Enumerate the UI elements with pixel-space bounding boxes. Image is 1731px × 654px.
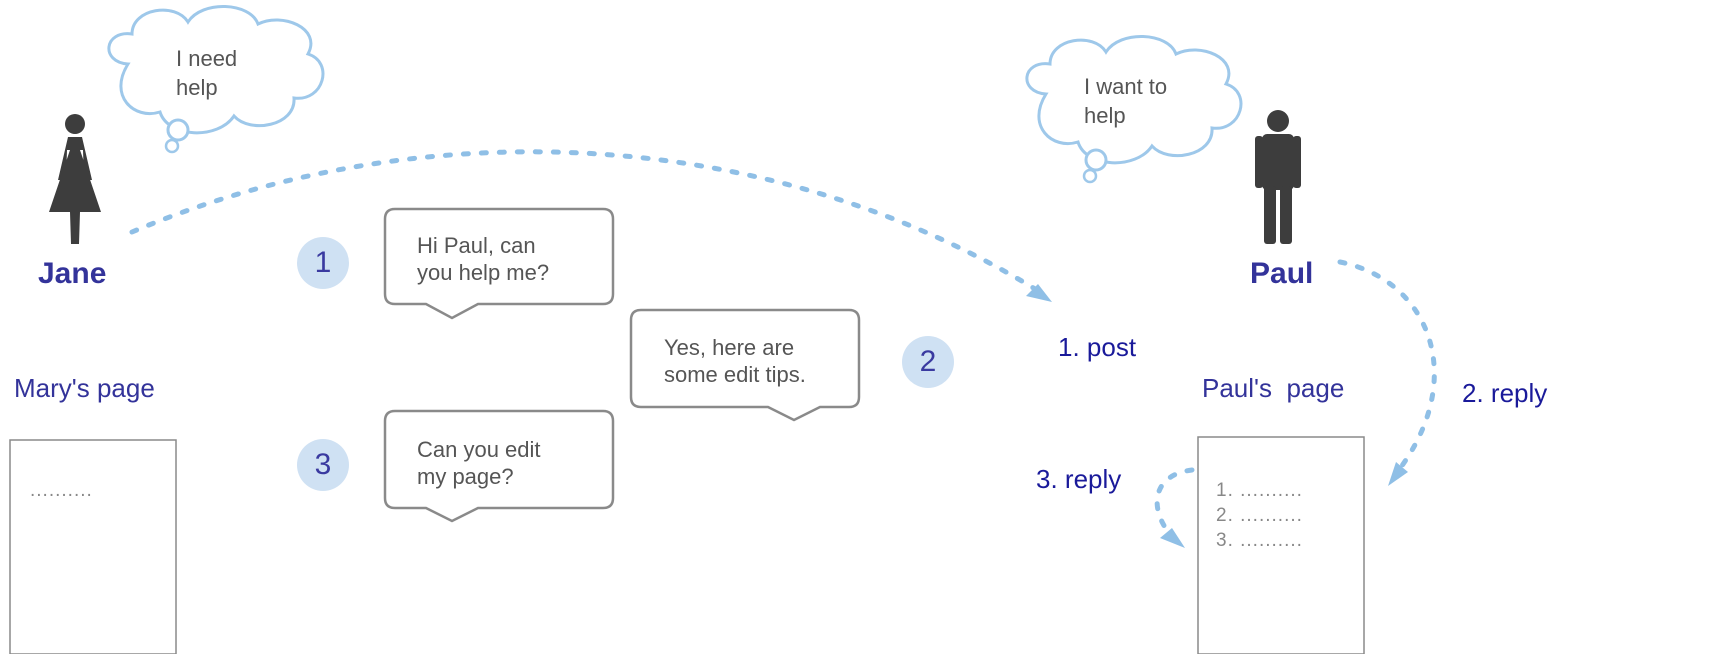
step-2-message: Yes, here are some edit tips. xyxy=(664,335,806,387)
female-person-icon xyxy=(49,114,101,244)
reply-label-left: 3. reply xyxy=(1036,464,1122,494)
post-arrow xyxy=(129,149,1052,302)
step-3-badge: 3 xyxy=(297,439,349,491)
speech-bubble-icon xyxy=(383,409,615,523)
jane-thought: I need help xyxy=(176,46,238,100)
pauls-page-title: Paul's page xyxy=(1202,373,1345,403)
reply-arrow-right xyxy=(1337,259,1437,486)
reply-label-right: 2. reply xyxy=(1462,378,1548,408)
step-1-badge: 1 xyxy=(297,237,349,289)
step-2-badge: 2 xyxy=(902,336,954,388)
step-3-message: Can you edit my page? xyxy=(417,437,541,489)
marys-page-title: Mary's page xyxy=(14,373,155,403)
step-1-message: Hi Paul, can you help me? xyxy=(417,233,550,285)
marys-page-content: .......... xyxy=(30,480,93,501)
speech-bubble-icon xyxy=(629,308,861,422)
marys-page-box xyxy=(9,439,177,654)
reply-arrow-left xyxy=(1154,467,1195,548)
list-item: 2. .......... xyxy=(1216,505,1303,526)
list-item: 1. .......... xyxy=(1216,480,1303,501)
jane-name: Jane xyxy=(38,257,107,290)
post-label: 1. post xyxy=(1058,332,1137,362)
paul-name: Paul xyxy=(1250,257,1314,290)
male-person-icon xyxy=(1255,110,1301,244)
speech-bubble-icon xyxy=(383,207,615,320)
pauls-page-content: 1. .......... 2. .......... 3. .........… xyxy=(1216,478,1303,553)
paul-thought: I want to help xyxy=(1084,74,1168,128)
list-item: 3. .......... xyxy=(1216,530,1303,551)
pauls-page-box xyxy=(1197,436,1365,654)
